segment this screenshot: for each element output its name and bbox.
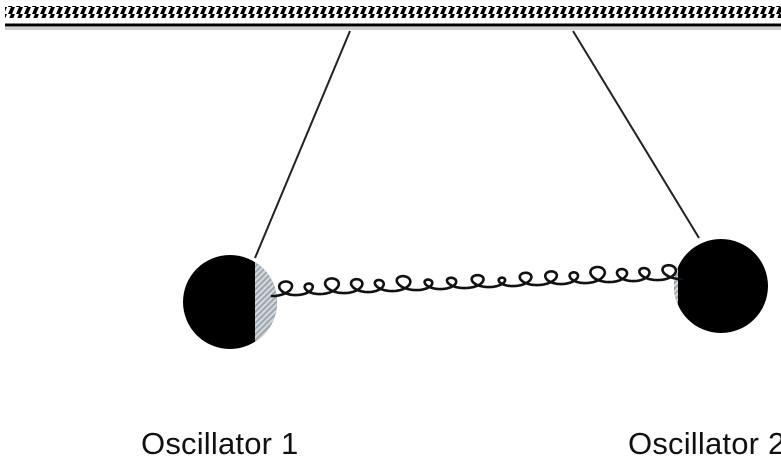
pendulum-string-1 xyxy=(254,30,351,259)
ceiling-hatch xyxy=(5,6,781,18)
oscillator-1-mass xyxy=(183,255,277,349)
oscillator-1-label: Oscillator 1 xyxy=(141,426,299,461)
oscillator-2-mass xyxy=(674,239,768,333)
oscillator-2-contact-patch xyxy=(674,267,678,305)
oscillator-1-contact-patch xyxy=(255,262,277,342)
pendulum-string-2 xyxy=(572,30,700,239)
ceiling-shadow xyxy=(5,27,781,30)
ceiling-support xyxy=(5,6,781,30)
coupling-spring xyxy=(270,263,684,298)
oscillator-2-label: Oscillator 2 xyxy=(628,426,781,461)
